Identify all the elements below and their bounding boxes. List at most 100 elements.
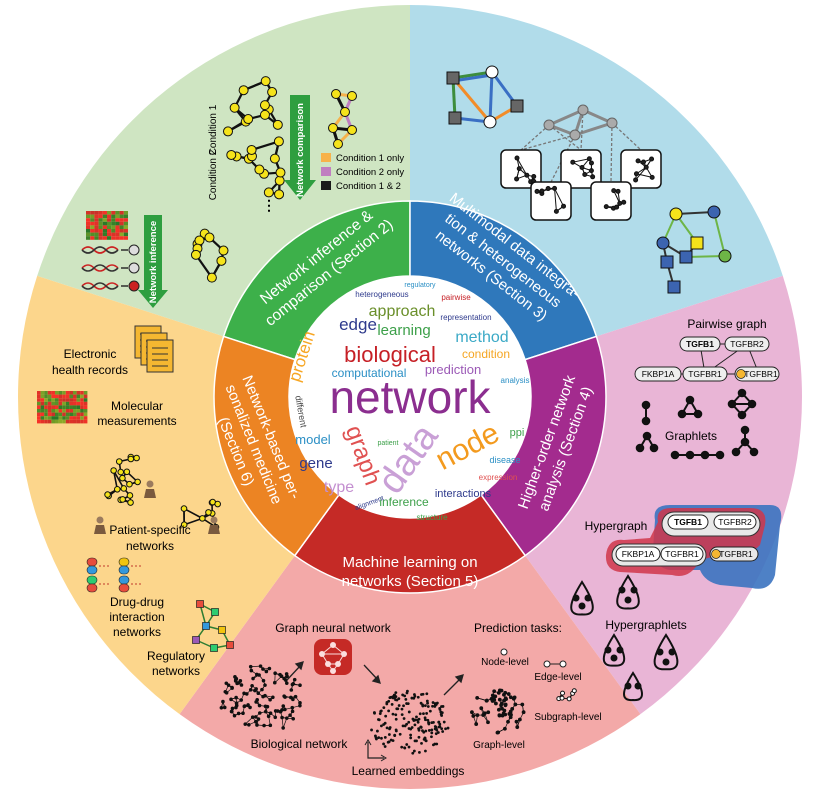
node bbox=[650, 157, 654, 161]
heatmap-cell bbox=[55, 391, 59, 395]
embedding-point bbox=[395, 707, 398, 710]
node bbox=[482, 714, 485, 717]
node bbox=[275, 176, 284, 185]
embedding-point bbox=[447, 727, 450, 730]
node bbox=[475, 723, 478, 726]
heatmap-cell bbox=[80, 416, 84, 420]
heatmap-cell bbox=[94, 229, 98, 233]
embedding-point bbox=[406, 692, 409, 695]
word-computational: computational bbox=[332, 366, 407, 380]
node bbox=[284, 696, 287, 699]
node bbox=[230, 103, 239, 112]
heatmap-cell bbox=[37, 402, 41, 406]
heatmap-cell bbox=[37, 395, 41, 399]
ellipsis-1: ⋮ bbox=[262, 197, 276, 213]
embedding-point bbox=[395, 729, 398, 732]
heatmap-cell bbox=[55, 395, 59, 399]
heatmap-cell bbox=[44, 420, 48, 424]
node bbox=[319, 651, 325, 657]
embedding-point bbox=[387, 741, 390, 744]
heatmap-cell bbox=[69, 420, 73, 424]
embedding-point bbox=[407, 702, 410, 705]
heatmap-cell bbox=[55, 416, 59, 420]
node bbox=[261, 77, 270, 86]
protein-blob bbox=[129, 281, 139, 291]
node bbox=[240, 699, 243, 702]
heatmap-cell bbox=[99, 236, 103, 240]
node bbox=[200, 516, 206, 522]
embedding-point bbox=[424, 739, 427, 742]
person-body bbox=[94, 525, 106, 534]
heatmap-cell bbox=[73, 391, 77, 395]
heatmap-cell bbox=[66, 405, 70, 409]
node bbox=[220, 706, 223, 709]
node bbox=[128, 500, 134, 506]
heatmap-cell bbox=[107, 236, 111, 240]
node bbox=[562, 204, 566, 208]
node bbox=[262, 668, 265, 671]
node bbox=[273, 681, 276, 684]
heatmap-cell bbox=[41, 413, 45, 417]
node bbox=[493, 690, 496, 693]
heatmap-cell bbox=[90, 229, 94, 233]
word-method: method bbox=[455, 329, 508, 346]
heatmap-cell bbox=[103, 211, 107, 215]
legend-condition-2-only: Condition 2 only bbox=[336, 167, 404, 178]
hyper-gene-tgfbr1: TGFBR1 bbox=[665, 549, 699, 559]
heatmap-cell bbox=[44, 409, 48, 413]
heatmap-cell bbox=[59, 395, 63, 399]
node bbox=[224, 690, 227, 693]
node-level-label: Node-level bbox=[481, 657, 529, 668]
heatmap-cell bbox=[59, 416, 63, 420]
learned-embeddings-label: Learned embeddings bbox=[352, 764, 465, 778]
embedding-point bbox=[421, 729, 424, 732]
heatmap-cell bbox=[86, 236, 90, 240]
node bbox=[256, 699, 259, 702]
heatmap-cell bbox=[115, 236, 119, 240]
node bbox=[279, 673, 282, 676]
node bbox=[222, 700, 225, 703]
heatmap-cell bbox=[55, 405, 59, 409]
heatmap-cell bbox=[77, 405, 81, 409]
heatmap-cell bbox=[80, 409, 84, 413]
node bbox=[493, 698, 496, 701]
node bbox=[738, 389, 746, 397]
square-node bbox=[447, 72, 459, 84]
node bbox=[258, 674, 261, 677]
node bbox=[572, 689, 576, 693]
embedding-point bbox=[424, 716, 427, 719]
heatmap-cell bbox=[111, 225, 115, 229]
svg-text:Condition 2: Condition 2 bbox=[208, 149, 219, 200]
heatmap-cell bbox=[80, 402, 84, 406]
embedding-point bbox=[388, 733, 391, 736]
embedding-point bbox=[419, 726, 422, 729]
heatmap-cell bbox=[48, 420, 52, 424]
heatmap-cell bbox=[62, 420, 66, 424]
heatmap-cell bbox=[94, 211, 98, 215]
node bbox=[257, 718, 260, 721]
heatmap-cell bbox=[66, 402, 70, 406]
node bbox=[263, 724, 266, 727]
node bbox=[258, 704, 261, 707]
node bbox=[612, 189, 616, 193]
node bbox=[514, 703, 517, 706]
node bbox=[242, 712, 245, 715]
node bbox=[257, 692, 260, 695]
pill bbox=[87, 584, 97, 592]
node bbox=[579, 603, 586, 610]
heatmap-cell bbox=[84, 402, 88, 406]
heatmap-cell bbox=[111, 218, 115, 222]
node bbox=[607, 118, 617, 128]
node bbox=[334, 140, 343, 149]
node bbox=[554, 209, 558, 213]
embedding-point bbox=[422, 712, 425, 715]
word-learning: learning bbox=[377, 322, 430, 339]
heatmap-cell bbox=[111, 222, 115, 226]
heatmap-cell bbox=[107, 211, 111, 215]
heatmap-cell bbox=[41, 405, 45, 409]
heatmap-cell bbox=[37, 391, 41, 395]
heatmap-cell bbox=[107, 222, 111, 226]
embedding-point bbox=[391, 703, 394, 706]
heatmap-cell bbox=[103, 218, 107, 222]
word-representation: representation bbox=[440, 313, 491, 322]
